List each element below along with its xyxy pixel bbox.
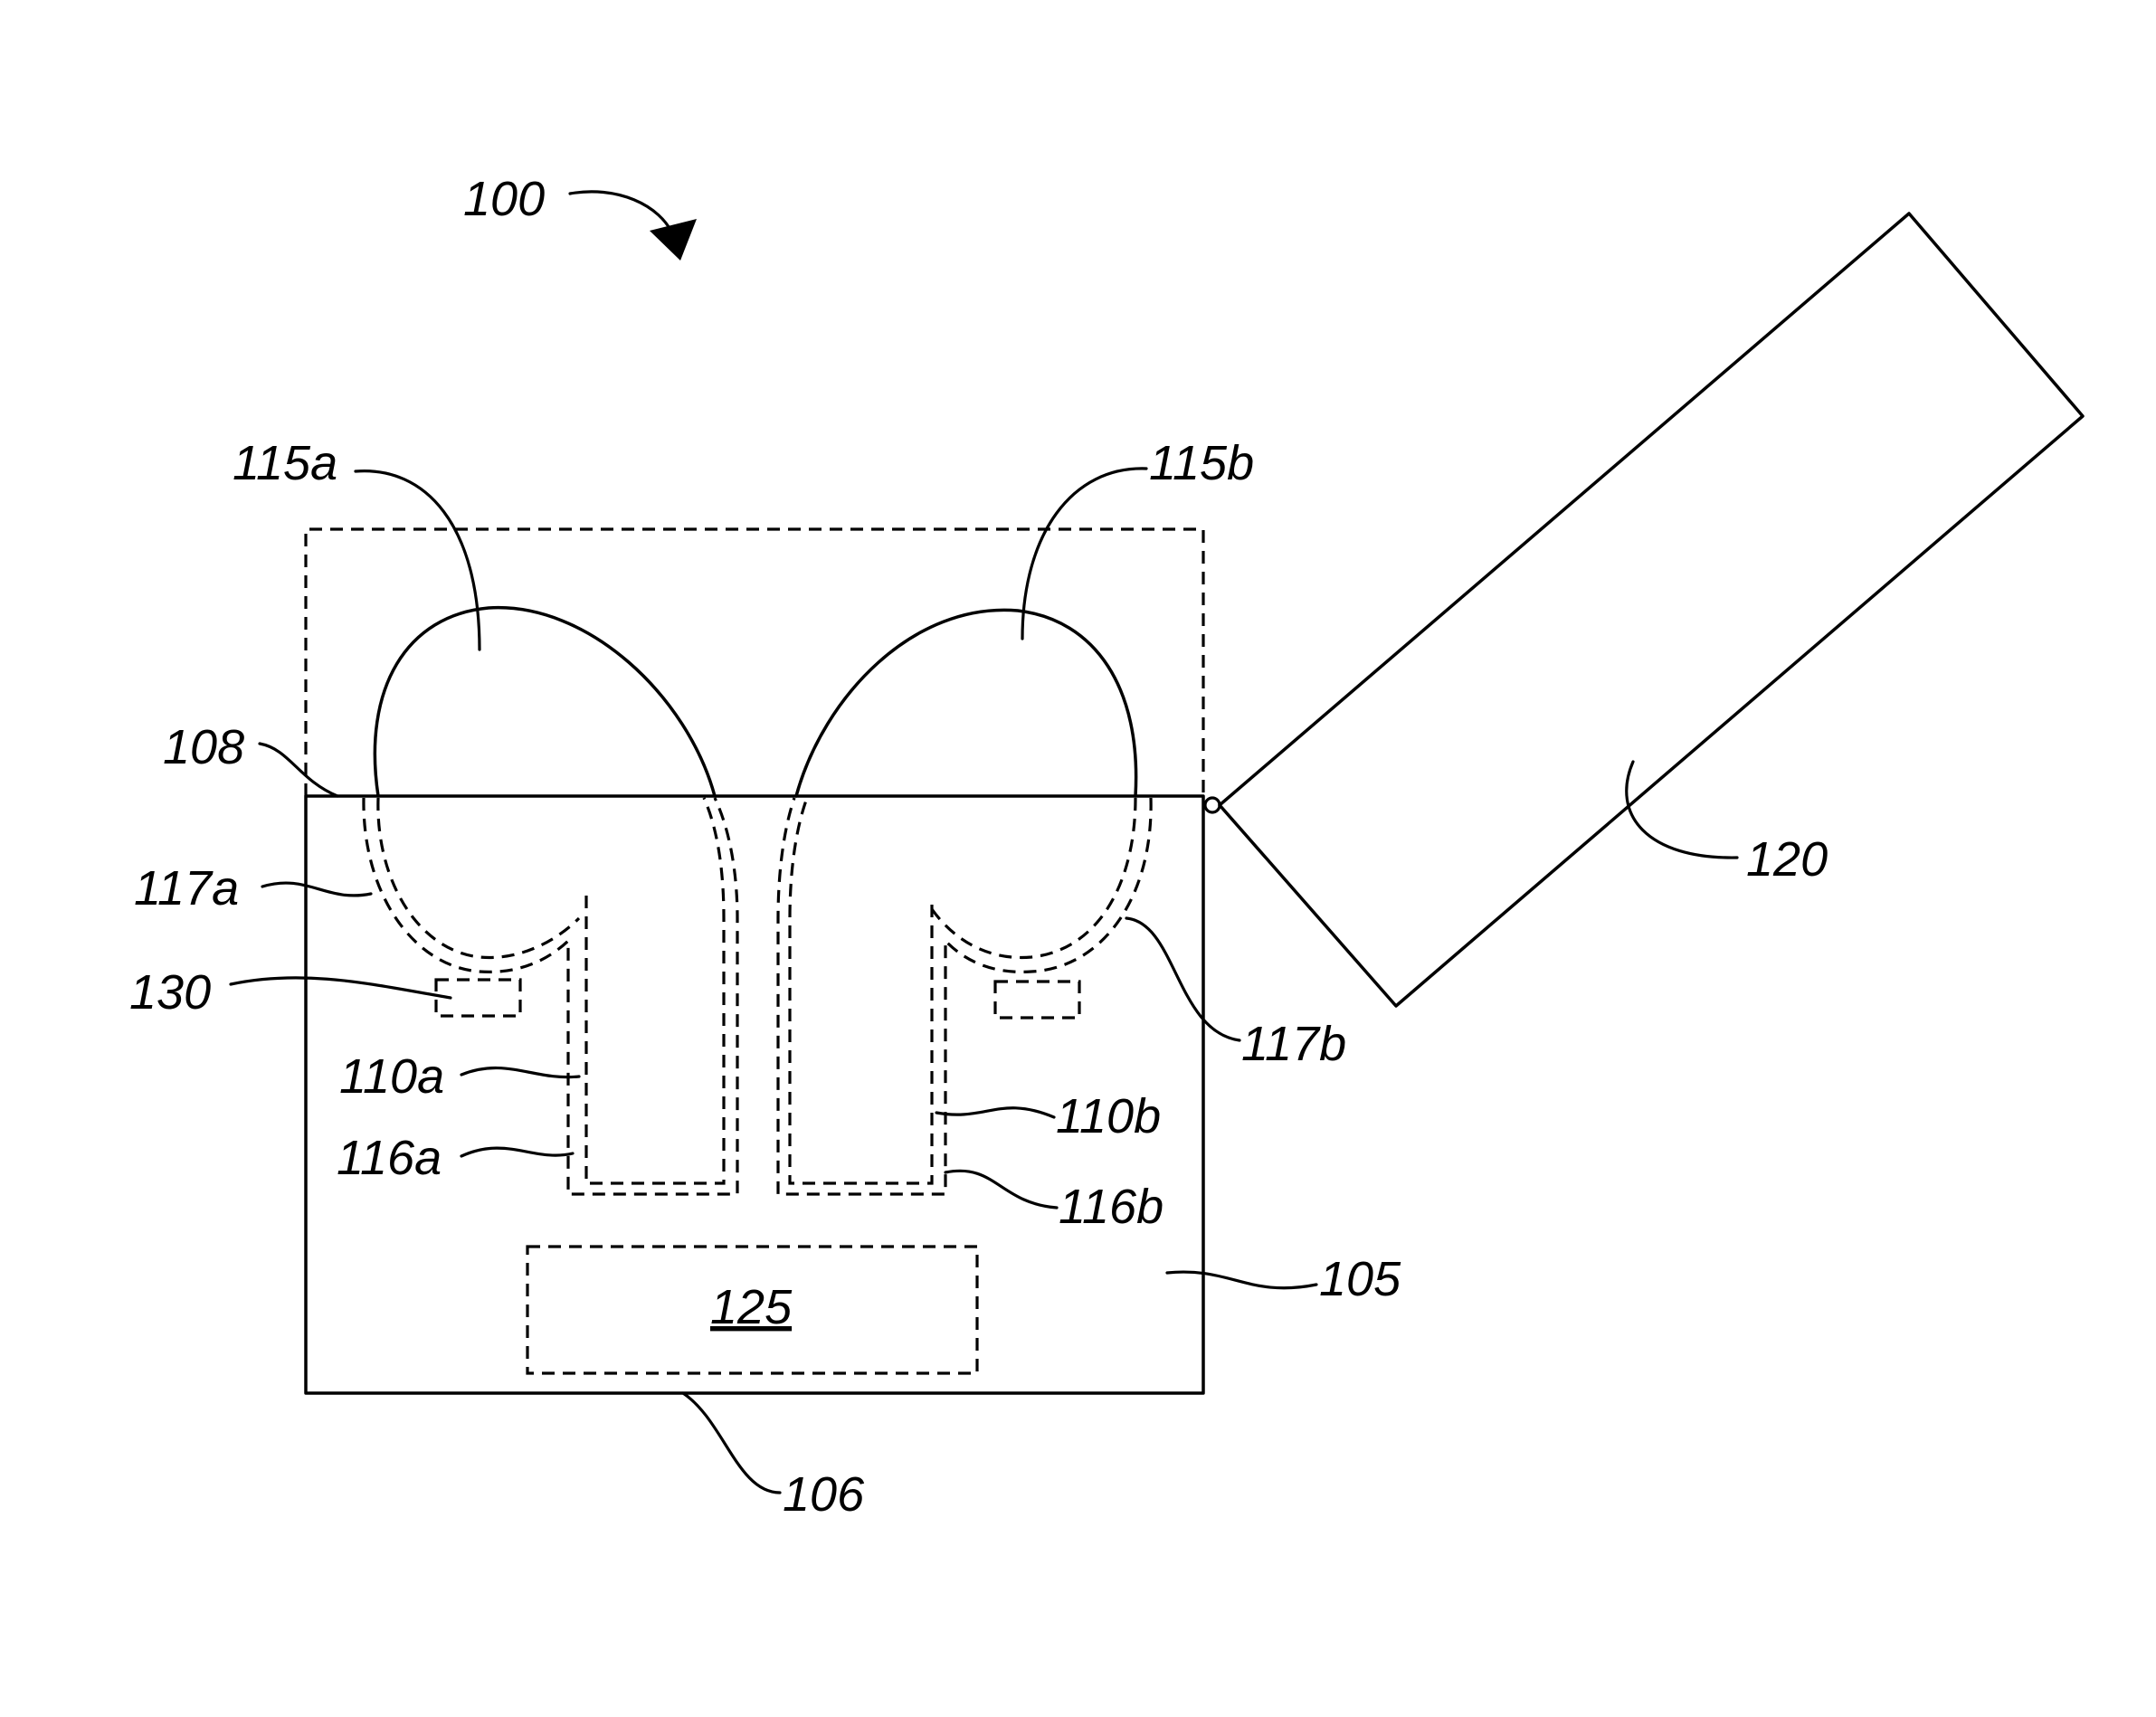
leader-117b <box>1126 918 1239 1040</box>
leader-105 <box>1167 1272 1316 1288</box>
label-116a: 116a <box>337 1131 442 1185</box>
label-108: 108 <box>163 720 244 774</box>
leader-108 <box>260 744 337 796</box>
label-115b: 115b <box>1149 436 1254 490</box>
leader-130 <box>231 978 451 998</box>
label-110a: 110a <box>339 1049 444 1104</box>
label-117a: 117a <box>134 861 239 915</box>
balloon-115a <box>375 608 715 796</box>
element-130-right <box>995 982 1079 1018</box>
dashed-upper-region <box>306 529 1203 796</box>
label-117b: 117b <box>1241 1017 1346 1071</box>
label-105: 105 <box>1319 1252 1401 1306</box>
hinge <box>1205 798 1220 812</box>
lid-120 <box>1220 213 2083 1006</box>
leader-117a <box>262 883 371 896</box>
label-130: 130 <box>129 965 211 1020</box>
leader-110a <box>461 1068 579 1077</box>
label-120: 120 <box>1746 832 1828 887</box>
label-125: 125 <box>710 1280 793 1334</box>
chamber-110b <box>790 798 932 1183</box>
leader-106 <box>683 1393 780 1493</box>
arrow-100 <box>570 192 697 261</box>
label-116b: 116b <box>1059 1180 1163 1234</box>
balloon-115b <box>796 610 1136 796</box>
liner-117b-inner <box>932 798 1135 957</box>
leader-115b <box>1022 469 1146 639</box>
leader-110b <box>936 1108 1054 1117</box>
label-100: 100 <box>463 172 545 226</box>
label-115a: 115a <box>233 436 337 490</box>
chamber-110a <box>586 798 724 1183</box>
leader-120 <box>1627 762 1737 858</box>
label-110b: 110b <box>1056 1089 1161 1143</box>
leader-116a <box>461 1148 573 1156</box>
leader-116b <box>945 1171 1057 1208</box>
leader-115a <box>356 471 480 650</box>
label-106: 106 <box>783 1467 865 1522</box>
